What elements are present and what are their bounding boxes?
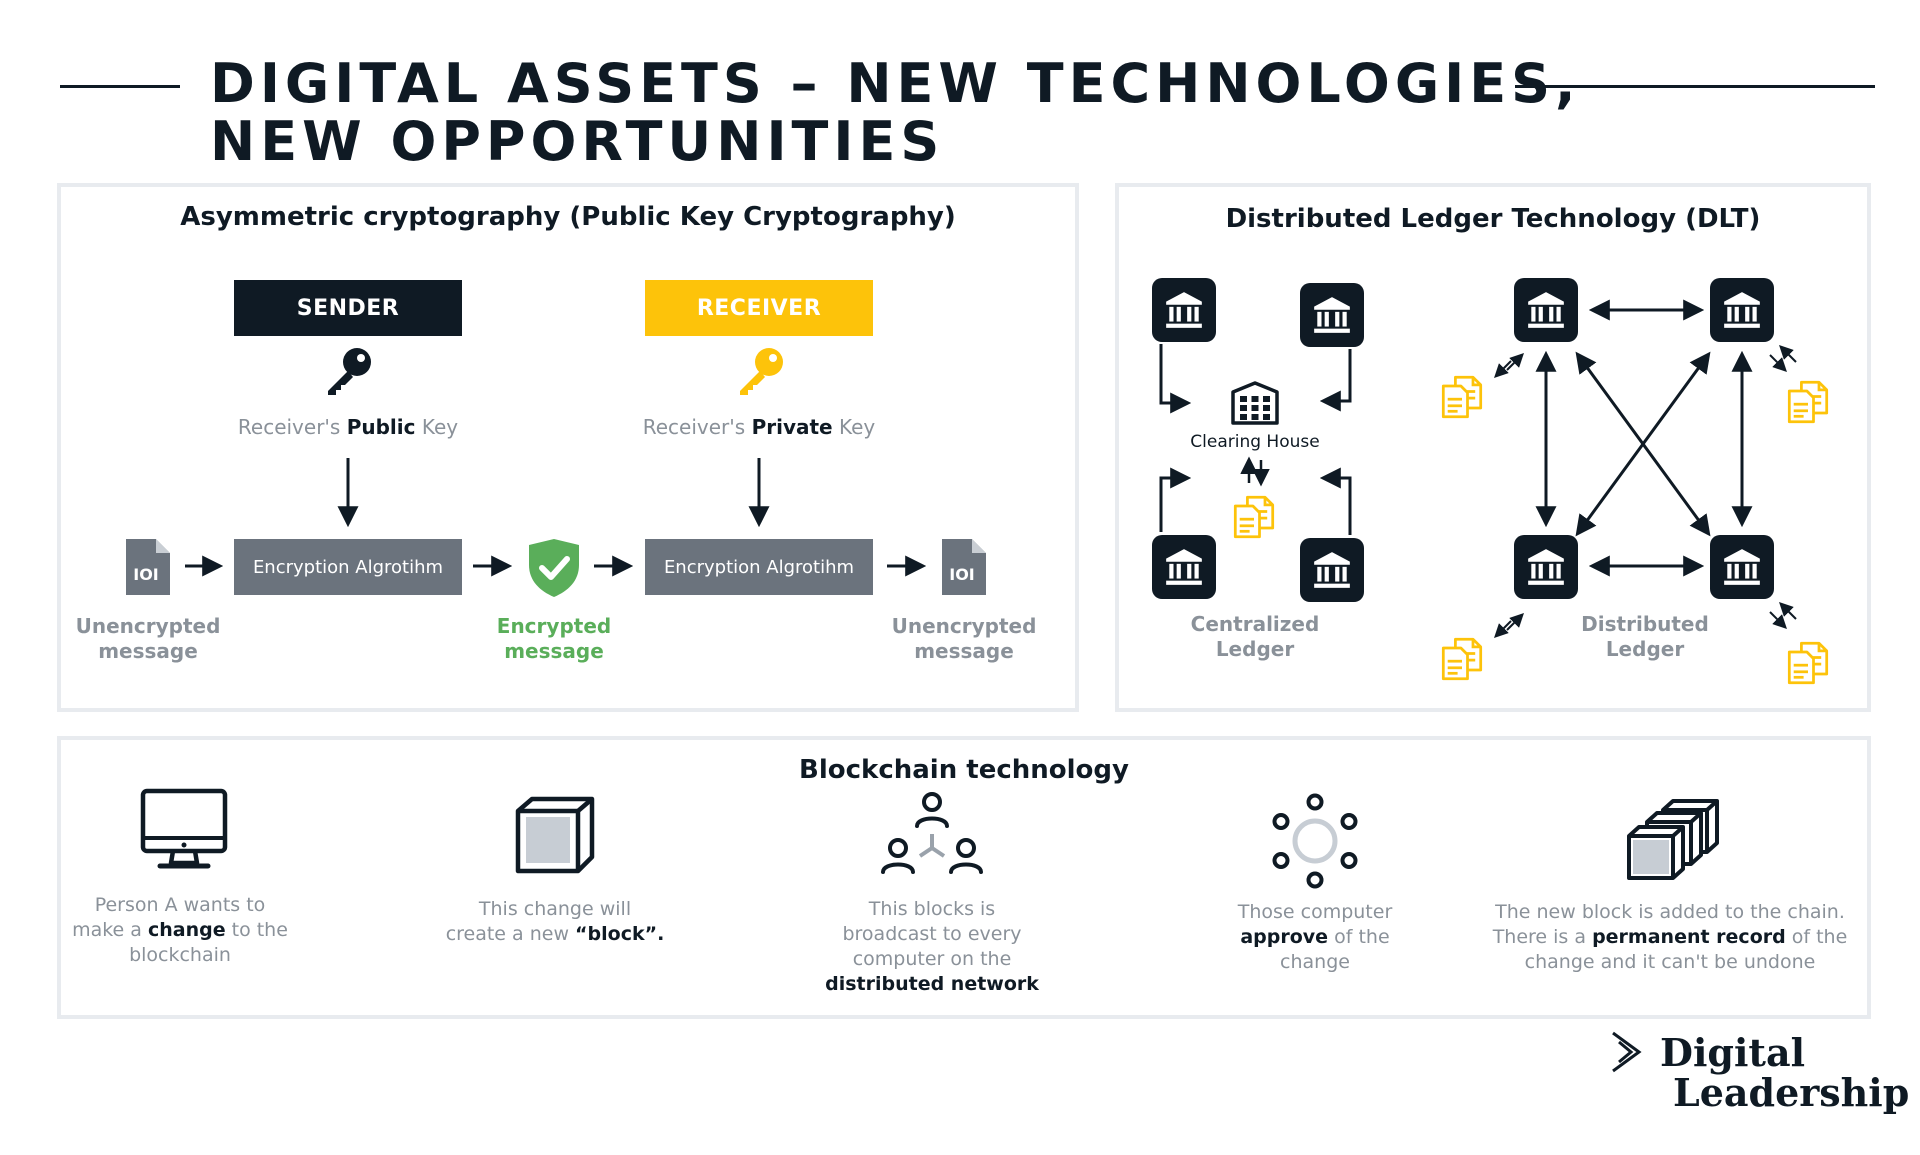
- crypto-heading: Asymmetric cryptography (Public Key Cryp…: [180, 202, 956, 232]
- shield-check-icon: [529, 539, 579, 597]
- bank-icon: [1710, 535, 1774, 599]
- centralized-ledger-label: Centralized Ledger: [1190, 612, 1320, 661]
- document-binary-icon: IOI: [940, 537, 988, 597]
- encryption-algorithm-left: Encryption Algrotihm: [234, 539, 462, 595]
- bank-icon: [1300, 538, 1364, 602]
- blockchain-panel: [57, 736, 1871, 1019]
- monitor-icon: [140, 788, 228, 869]
- key-icon: [328, 348, 371, 395]
- distributed-ledger-label: Distributed Ledger: [1581, 612, 1709, 661]
- dlt-heading: Distributed Ledger Technology (DLT): [1225, 204, 1761, 234]
- cube-icon: [515, 796, 595, 874]
- documents-icon: [1440, 375, 1484, 419]
- documents-icon: [1786, 641, 1830, 685]
- unencrypted-message-left-label: Unencrypted message: [75, 614, 221, 663]
- key-icon: [740, 348, 783, 395]
- bank-icon: [1514, 535, 1578, 599]
- title-rule-left: [60, 85, 180, 88]
- crypto-panel: [57, 183, 1079, 712]
- building-icon: [1231, 381, 1279, 425]
- logo-line2: Leadership: [1673, 1070, 1910, 1115]
- encrypted-message-label: Encrypted message: [496, 614, 612, 663]
- unencrypted-message-right-label: Unencrypted message: [891, 614, 1037, 663]
- bank-icon: [1710, 278, 1774, 342]
- blockchain-step3-text: This blocks is broadcast to every comput…: [825, 898, 1039, 995]
- clearing-house-label: Clearing House: [1190, 432, 1320, 452]
- document-binary-icon: IOI: [124, 537, 172, 597]
- documents-icon: [1440, 637, 1484, 681]
- blockchain-heading: Blockchain technology: [799, 755, 1129, 785]
- logo-chevron-icon: [1612, 1031, 1642, 1073]
- stacked-cubes-icon: [1627, 799, 1719, 880]
- documents-icon: [1786, 380, 1830, 424]
- bank-icon: [1514, 278, 1578, 342]
- bank-icon: [1300, 283, 1364, 347]
- blockchain-step1-text: Person A wants to make a change to the b…: [72, 894, 288, 966]
- logo-line1: Digital: [1660, 1030, 1806, 1075]
- bank-icon: [1152, 278, 1216, 342]
- page-title-line2: NEW OPPORTUNITIES: [210, 110, 945, 173]
- nodes-ring-icon: [1272, 793, 1358, 889]
- title-rule-right: [1515, 85, 1875, 88]
- bank-icon: [1152, 535, 1216, 599]
- page-title: DIGITAL ASSETS – NEW TECHNOLOGIES, NEW O…: [210, 55, 1581, 171]
- documents-icon: [1232, 495, 1276, 539]
- sender-tag: SENDER: [234, 280, 462, 336]
- blockchain-step2-text: This change will create a new “block”.: [445, 898, 665, 945]
- encryption-algorithm-right: Encryption Algrotihm: [645, 539, 873, 595]
- blockchain-step4-text: Those computer approve of the change: [1237, 901, 1393, 973]
- private-key-label: Receiver's Private Key: [642, 415, 876, 439]
- blockchain-step5-text: The new block is added to the chain. The…: [1492, 901, 1848, 973]
- receiver-tag: RECEIVER: [645, 280, 873, 336]
- network-people-icon: [881, 792, 983, 874]
- public-key-label: Receiver's Public Key: [237, 415, 459, 439]
- page-title-line1: DIGITAL ASSETS – NEW TECHNOLOGIES,: [210, 52, 1581, 115]
